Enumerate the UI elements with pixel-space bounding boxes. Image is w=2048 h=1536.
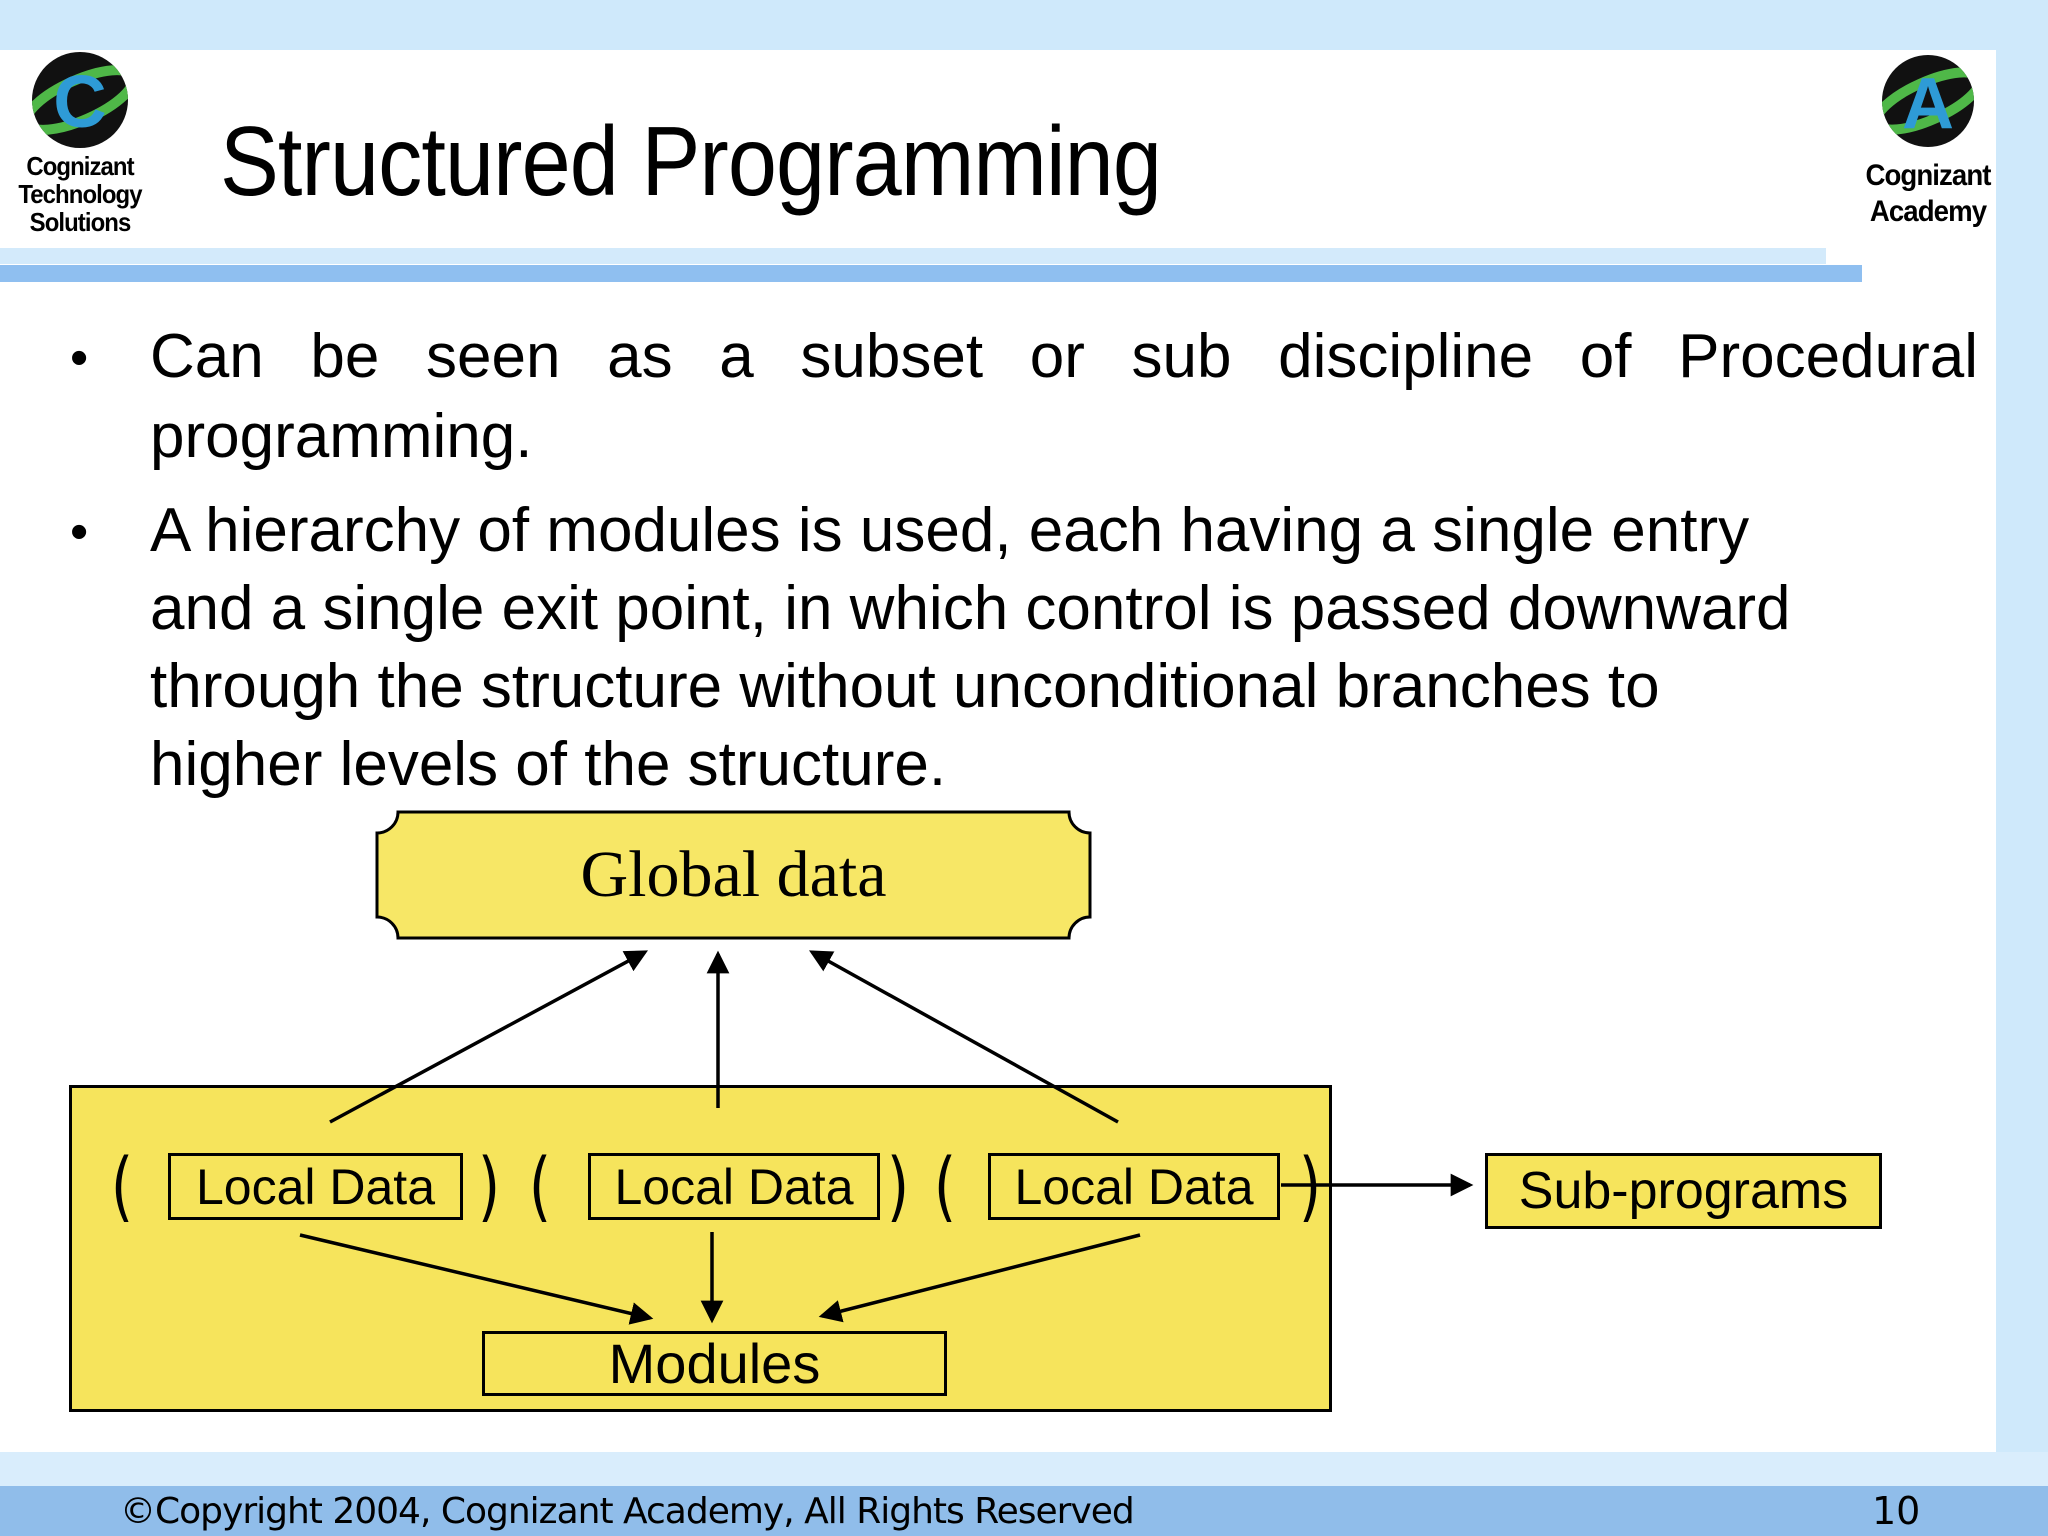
local-data-label: Local Data [1014, 1158, 1254, 1215]
footer-copyright: ©Copyright 2004, Cognizant Academy, All … [120, 1491, 1135, 1532]
footer-page-number: 10 [1872, 1489, 1921, 1533]
bullet-text: through the structure without unconditio… [150, 652, 1660, 721]
parenthesis-close: ) [886, 1141, 910, 1230]
logo-text-line: Cognizant [26, 151, 134, 181]
page-title: Structured Programming [220, 106, 1162, 216]
top-border-strip [0, 0, 2048, 50]
bullet-marker: • [70, 503, 89, 561]
global-data-label: Global data [580, 838, 887, 911]
logo-text-line: Academy [1869, 195, 1987, 228]
bullet-text: Can be seen as a subset or sub disciplin… [150, 322, 1978, 391]
logo-text-line: Cognizant [1865, 159, 1991, 192]
bullet-text: and a single exit point, in which contro… [150, 574, 1791, 643]
parenthesis-close: ) [477, 1141, 501, 1230]
title-underline-dark [0, 265, 1862, 282]
logo-monogram: C [53, 60, 106, 143]
local-data-box: Local Data [168, 1153, 463, 1220]
footer-band-light [0, 1452, 2048, 1486]
logo-text-line: Technology [18, 179, 142, 209]
logo-monogram: A [1902, 64, 1954, 144]
bullet-text: programming. [150, 402, 533, 471]
bullet-text: A hierarchy of modules is used, each hav… [150, 496, 1750, 565]
local-data-label: Local Data [195, 1158, 436, 1215]
title-underline-light [0, 248, 1826, 264]
cognizant-technology-logo-text: Cognizant Technology Solutions [6, 152, 153, 236]
sub-programs-box: Sub-programs [1485, 1153, 1882, 1229]
cognizant-technology-logo-icon: C [32, 52, 128, 148]
parenthesis-open: ( [110, 1141, 134, 1230]
modules-label: Modules [608, 1332, 821, 1395]
cognizant-academy-logo-text: Cognizant Academy [1854, 158, 2001, 230]
parenthesis-open: ( [528, 1141, 552, 1230]
local-data-box: Local Data [588, 1153, 880, 1220]
logo-text-line: Solutions [29, 207, 132, 237]
parenthesis-open: ( [933, 1141, 957, 1230]
right-border-strip [1996, 0, 2048, 1486]
sub-programs-label: Sub-programs [1518, 1162, 1849, 1220]
parenthesis-close: ) [1298, 1141, 1322, 1230]
bullet-text: higher levels of the structure. [150, 730, 947, 799]
local-data-box: Local Data [988, 1153, 1280, 1220]
modules-box: Modules [482, 1331, 947, 1396]
cognizant-academy-logo-icon: A [1882, 55, 1974, 147]
local-data-label: Local Data [614, 1158, 854, 1215]
footer-band-dark [0, 1486, 2048, 1536]
bullet-marker: • [70, 329, 89, 387]
